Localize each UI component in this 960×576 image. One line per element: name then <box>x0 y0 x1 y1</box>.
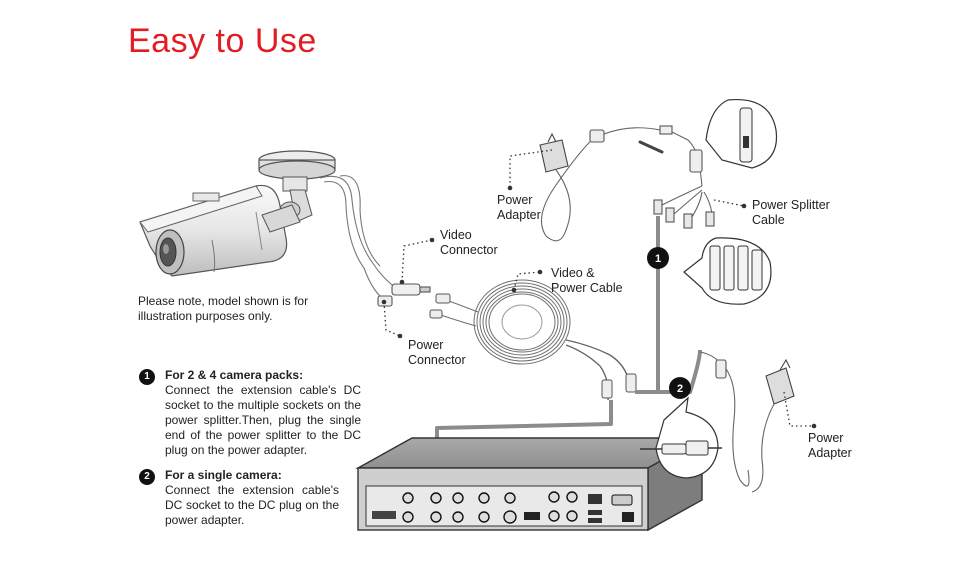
illustration-note: Please note, model shown is for illustra… <box>138 294 309 323</box>
instruction-step-1: 1 For 2 & 4 camera packs: Connect the ex… <box>139 368 361 458</box>
zoom-callout-dc-joint <box>640 396 722 479</box>
zoom-callout-splitter-plug <box>705 98 778 169</box>
label-video-power-cable: Video &Power Cable <box>551 266 623 295</box>
page-title: Easy to Use <box>128 22 317 60</box>
power-splitter-assembly <box>539 125 715 242</box>
marker-2: 2 <box>669 377 691 399</box>
step-1-badge: 1 <box>139 369 155 385</box>
step-1-text: Connect the extension cable's DC socket … <box>165 383 361 457</box>
marker-2-label: 2 <box>677 383 683 395</box>
power-adapter-right <box>699 351 795 493</box>
zoom-callout-splitter-sockets <box>683 237 772 305</box>
step-1-heading: For 2 & 4 camera packs: <box>165 368 304 382</box>
extension-cable-coil <box>429 279 637 401</box>
step-2-badge: 2 <box>139 469 155 485</box>
step-2-heading: For a single camera: <box>165 468 282 482</box>
marker-1-label: 1 <box>655 253 661 265</box>
dvr-recorder <box>355 436 705 532</box>
camera-pigtail-cables <box>319 175 431 307</box>
instruction-step-2: 2 For a single camera: Connect the exten… <box>139 468 339 528</box>
leader-lines <box>383 149 814 427</box>
leader-dots <box>381 185 817 429</box>
step-2-text: Connect the extension cable's DC socket … <box>165 483 339 527</box>
security-camera <box>139 150 336 277</box>
marker-1: 1 <box>647 247 669 269</box>
